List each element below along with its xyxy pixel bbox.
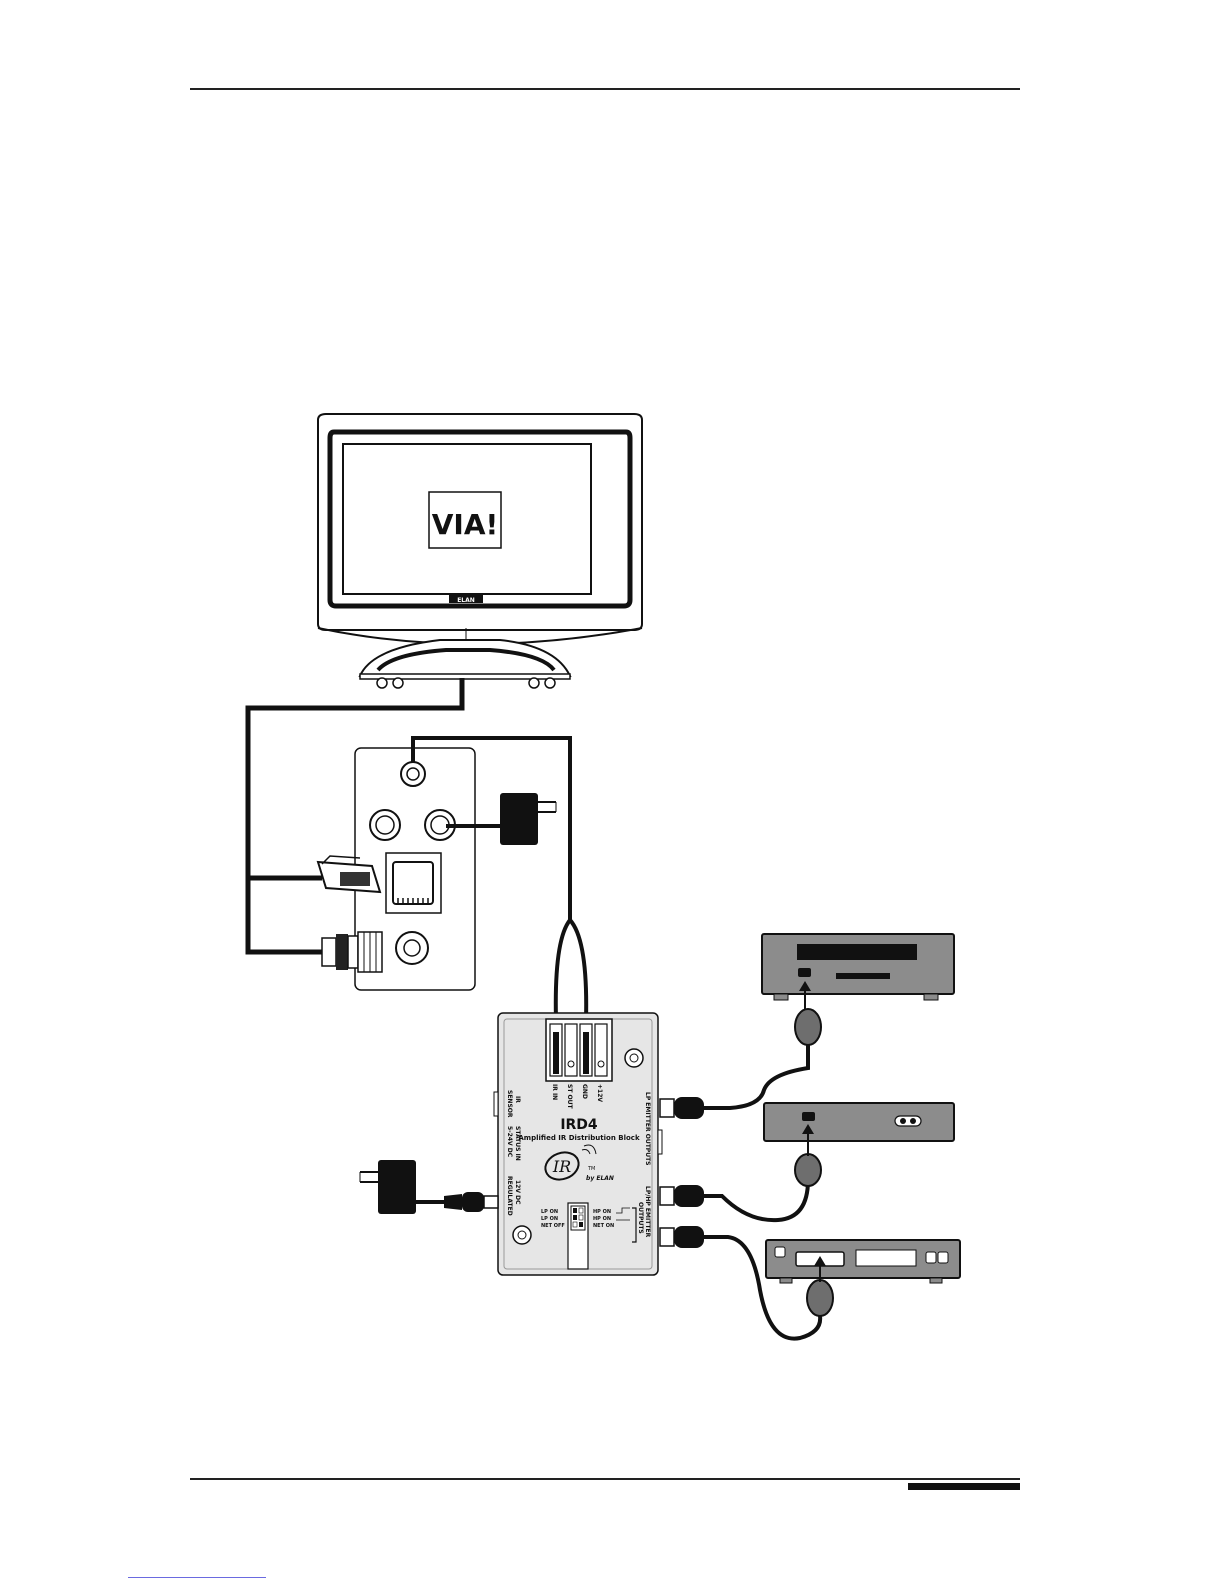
via-logo: VIA! <box>432 508 499 541</box>
ird4-block: IR IN ST OUT GND +12V IR SENSOR STATUS I… <box>494 1013 662 1275</box>
left-label-sensor: SENSOR <box>506 1090 513 1118</box>
terminal-label-gnd: GND <box>581 1084 588 1099</box>
right-label-outputs: OUTPUTS <box>637 1202 644 1234</box>
footer-rule <box>190 1478 1020 1480</box>
ird4-subtitle: Amplified IR Distribution Block <box>518 1134 640 1142</box>
av-device-3 <box>766 1240 960 1283</box>
terminal-label-12v: +12V <box>596 1084 603 1102</box>
touch-panel-monitor: VIA! ELAN <box>318 414 642 688</box>
power-adapter-bottom <box>360 1160 498 1214</box>
emitter-cables <box>704 1040 820 1339</box>
right-label-lp-outputs: LP EMITTER OUTPUTS <box>644 1092 651 1166</box>
ird4-ir-logo: IR <box>552 1157 571 1176</box>
elan-badge: ELAN <box>457 597 475 604</box>
emitter-plugs <box>660 1097 704 1248</box>
dip-left-3: NET OFF <box>541 1223 565 1229</box>
right-label-lphp: LP/HP EMITTER <box>644 1186 651 1238</box>
footer-tab <box>908 1483 1020 1490</box>
dip-right-2: HP ON <box>593 1216 611 1222</box>
ird4-title: IRD4 <box>560 1117 598 1133</box>
ird4-by-elan: by ELAN <box>586 1175 614 1182</box>
terminal-label-ir-in: IR IN <box>551 1084 558 1100</box>
left-label-5-24v: 5-24V DC <box>506 1126 513 1158</box>
footer-link-underline <box>128 1577 266 1578</box>
av-device-1 <box>762 934 954 1009</box>
left-label-regulated: REGULATED <box>506 1176 513 1216</box>
terminal-label-st-out: ST OUT <box>566 1084 573 1109</box>
dip-left-2: LP ON <box>541 1216 558 1222</box>
left-label-ir: IR <box>514 1096 521 1103</box>
left-label-status-in: STATUS IN <box>514 1126 521 1161</box>
av-device-2 <box>764 1103 954 1156</box>
dip-right-3: NET ON <box>593 1223 614 1229</box>
dip-left-1: LP ON <box>541 1209 558 1215</box>
dip-right-1: HP ON <box>593 1209 611 1215</box>
coax-plug <box>322 932 382 972</box>
left-label-12v-dc: 12V DC <box>514 1180 521 1205</box>
ird4-tm: TM <box>587 1166 595 1172</box>
